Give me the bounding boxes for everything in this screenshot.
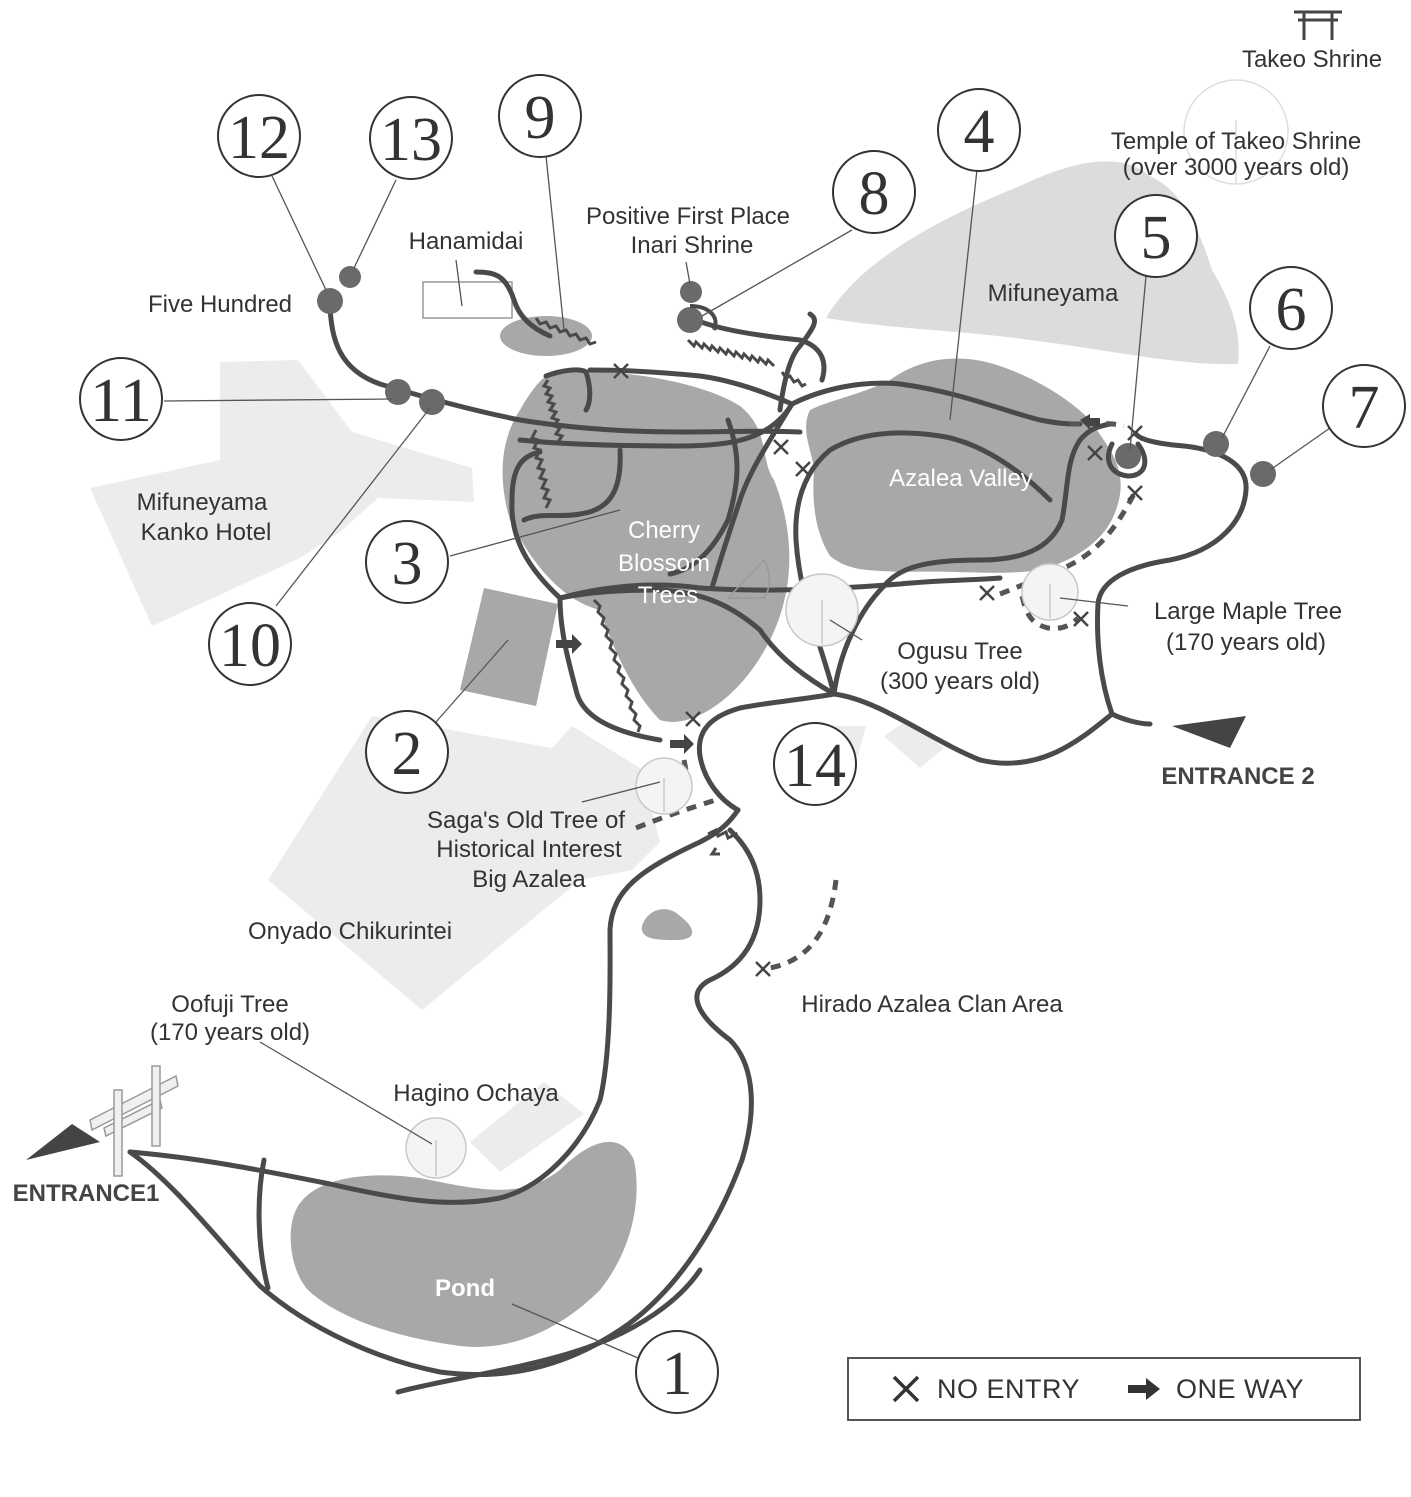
- svg-text:5: 5: [1141, 204, 1172, 272]
- one-way-arrows: [556, 414, 1100, 754]
- svg-text:11: 11: [90, 367, 152, 435]
- hirado-label: Hirado Azalea Clan Area: [801, 991, 1063, 1018]
- five-hundred-label: Five Hundred: [148, 291, 292, 318]
- spot-number-13[interactable]: 13: [369, 96, 453, 180]
- temple-label-line2: (over 3000 years old): [1123, 154, 1350, 181]
- pond-area: [290, 1141, 637, 1347]
- ogusu-label-line2: (300 years old): [880, 668, 1040, 695]
- arrow-right-icon: [1128, 1378, 1161, 1400]
- entrance1-pointer-icon: [26, 1124, 100, 1160]
- oofuji-label-line2: (170 years old): [150, 1019, 310, 1046]
- walking-paths: [127, 269, 1249, 1395]
- x-mark-icon: [892, 1375, 920, 1403]
- svg-text:6: 6: [1276, 276, 1307, 344]
- spot-number-7[interactable]: 7: [1322, 364, 1406, 448]
- tree-icon: [405, 1117, 467, 1179]
- mifuneyama-label: Mifuneyama: [988, 280, 1119, 307]
- spot-number-12[interactable]: 12: [217, 94, 301, 178]
- hotel-label-line2: Kanko Hotel: [141, 519, 272, 546]
- cherry-label-line1: Cherry: [628, 517, 700, 544]
- spot-number-2[interactable]: 2: [365, 710, 449, 794]
- spot-number-14[interactable]: 14: [773, 722, 857, 806]
- svg-text:1: 1: [662, 1340, 693, 1408]
- azalea-valley-label: Azalea Valley: [889, 465, 1033, 492]
- hotel-label-line1: Mifuneyama: [137, 489, 268, 516]
- cherry-label-line2: Blossom: [618, 550, 710, 577]
- saga-label-line2: Historical Interest: [436, 836, 622, 863]
- azalea-valley-area: [806, 358, 1121, 573]
- entrance1-torii-icon: [89, 1065, 179, 1177]
- spot-number-11[interactable]: 11: [79, 357, 163, 441]
- takeo-shrine-label: Takeo Shrine: [1242, 46, 1382, 73]
- spot-number-8[interactable]: 8: [832, 150, 916, 234]
- svg-text:10: 10: [219, 612, 281, 680]
- maple-label-line2: (170 years old): [1166, 629, 1326, 656]
- temple-label-line1: Temple of Takeo Shrine: [1111, 128, 1361, 155]
- spot-number-3[interactable]: 3: [365, 520, 449, 604]
- tree-icon: [635, 757, 693, 815]
- svg-text:8: 8: [859, 160, 890, 228]
- spot-number-5[interactable]: 5: [1114, 194, 1198, 278]
- pond-label: Pond: [435, 1275, 495, 1302]
- cherry-label-line3: Trees: [638, 582, 698, 609]
- inari-shrine-loop: [689, 304, 718, 331]
- hagino-building: [470, 1082, 584, 1172]
- svg-text:9: 9: [525, 84, 556, 152]
- oofuji-label-line1: Oofuji Tree: [171, 991, 288, 1018]
- entrance1-label: ENTRANCE1: [13, 1180, 160, 1207]
- saga-label-line3: Big Azalea: [472, 866, 586, 893]
- spot-number-4[interactable]: 4: [937, 88, 1021, 172]
- legend-one-way: ONE WAY: [1126, 1374, 1304, 1405]
- saga-label-line1: Saga's Old Tree of: [427, 807, 625, 834]
- legend-one-way-label: ONE WAY: [1176, 1373, 1305, 1404]
- positive-label-line2: Inari Shrine: [631, 232, 754, 259]
- maple-label-line1: Large Maple Tree: [1154, 598, 1342, 625]
- ogusu-label-line1: Ogusu Tree: [897, 638, 1022, 665]
- svg-text:14: 14: [784, 732, 846, 800]
- entrance2-label: ENTRANCE 2: [1161, 763, 1314, 790]
- staircase-paths: [529, 317, 807, 856]
- hanamidai-building: [422, 281, 513, 319]
- torii-gate-icon: [1294, 10, 1342, 40]
- svg-text:3: 3: [392, 530, 423, 598]
- legend-no-entry-label: NO ENTRY: [937, 1373, 1081, 1404]
- svg-text:4: 4: [964, 98, 995, 166]
- tree-icon: [785, 573, 859, 647]
- leader-lines: [163, 155, 1331, 1359]
- svg-text:13: 13: [380, 106, 442, 174]
- legend-no-entry: NO ENTRY: [891, 1374, 1080, 1405]
- hanamidai-label: Hanamidai: [409, 228, 524, 255]
- svg-text:7: 7: [1349, 374, 1380, 442]
- map-legend: NO ENTRY ONE WAY: [847, 1357, 1361, 1421]
- spot-number-6[interactable]: 6: [1249, 266, 1333, 350]
- svg-text:2: 2: [392, 720, 423, 788]
- tree-icon: [1021, 563, 1079, 621]
- no-entry-marks: [613, 363, 1143, 977]
- spot-number-9[interactable]: 9: [498, 74, 582, 158]
- small-pond: [641, 909, 693, 940]
- onyado-building: [268, 716, 660, 1010]
- hagino-label: Hagino Ochaya: [393, 1080, 559, 1107]
- plaza-area: [460, 588, 558, 706]
- hanamidai-leader: [455, 259, 463, 307]
- half-circle-mark: [726, 558, 770, 599]
- entrance2-pointer-icon: [1172, 716, 1246, 748]
- onyado-label: Onyado Chikurintei: [248, 918, 452, 945]
- positive-label-line1: Positive First Place: [586, 203, 790, 230]
- spot-number-1[interactable]: 1: [635, 1330, 719, 1414]
- cherry-blossom-area: [502, 371, 790, 722]
- svg-text:12: 12: [228, 104, 290, 172]
- tree-icon: [1183, 79, 1289, 185]
- dashed-paths: [635, 421, 1137, 971]
- spot-number-10[interactable]: 10: [208, 602, 292, 686]
- small-building-b: [884, 720, 944, 768]
- hotel-building: [90, 360, 474, 626]
